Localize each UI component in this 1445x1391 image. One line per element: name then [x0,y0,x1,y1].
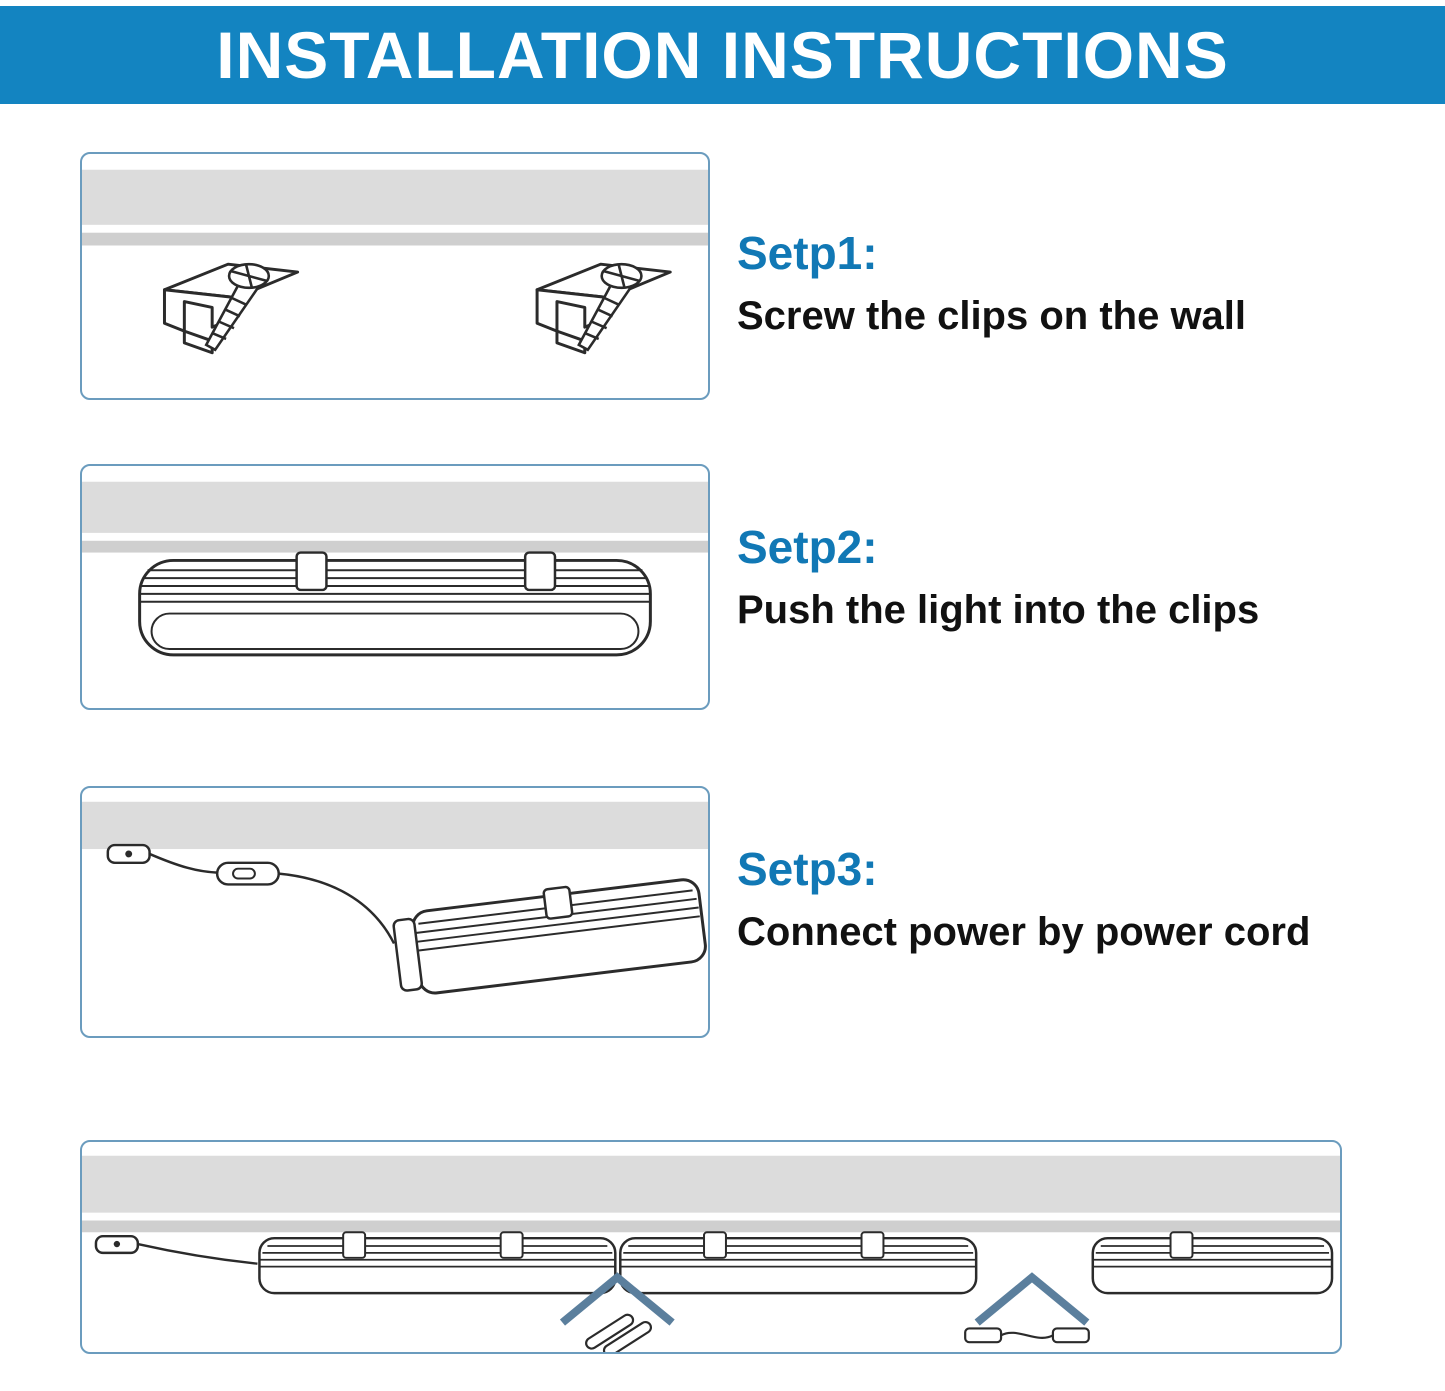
step-3-description: Connect power by power cord [737,909,1311,954]
step-1-label: Setp1: [737,227,878,279]
wall-band [82,801,708,850]
light-fixture-drawing [138,551,652,657]
pin-connectors-icon [585,1313,653,1352]
step-3-illustration-panel [80,786,710,1038]
clips-screw-illustration [82,169,708,355]
push-light-illustration [82,481,708,657]
step-2-description: Push the light into the clips [737,587,1260,632]
cord-segment [278,872,396,945]
page-header: INSTALLATION INSTRUCTIONS [0,6,1445,104]
step-3-label: Setp3: [737,843,878,895]
mounting-clip-right [535,262,672,355]
end-cap [392,917,424,992]
step-2-label: Setp2: [737,521,878,573]
diffuser-lens [150,612,640,650]
light-bar-3 [1091,1231,1334,1295]
cord-segment [149,852,218,874]
wall-edge-band [82,1220,1340,1233]
step-3-text: Setp3: Connect power by power cord [737,844,1310,955]
chevron-up-icon [974,1272,1090,1326]
clip-tab-icon [542,885,574,920]
wall-band [82,481,708,533]
power-cord-drawing [106,843,396,945]
clip-tab-icon [703,1231,727,1259]
wall-edge-band [82,232,708,246]
chevron-up-icon [559,1272,675,1326]
wall-band [82,1155,1340,1213]
cord-connector-icon [964,1327,1090,1344]
step-2-illustration-panel [80,464,710,710]
clip-tab-icon [499,1231,524,1259]
screw-icon [204,262,271,352]
light-bar-2 [619,1231,978,1295]
clip-tab-icon [342,1231,367,1259]
power-cord-illustration [82,801,708,995]
light-bar-1 [258,1231,617,1295]
light-fixture-drawing [392,878,707,995]
cord-segment [137,1242,258,1265]
clip-tab-icon [523,551,557,592]
clip-tab-icon [860,1231,885,1259]
step-1-illustration-panel [80,152,710,400]
clip-tab-icon [295,551,328,592]
mounting-clip-left [162,262,300,355]
switch-icon [215,861,280,886]
step-1-text: Setp1: Screw the clips on the wall [737,228,1246,339]
wall-edge-band [82,540,708,553]
linked-lights-illustration [82,1155,1340,1352]
clip-tab-icon [1169,1231,1194,1259]
screw-icon [577,262,643,352]
power-cord-drawing [94,1234,258,1265]
step-2-text: Setp2: Push the light into the clips [737,522,1259,633]
step-1-description: Screw the clips on the wall [737,293,1247,338]
linked-lights-panel [80,1140,1342,1354]
wall-band [82,169,708,225]
page-title: INSTALLATION INSTRUCTIONS [216,18,1229,92]
